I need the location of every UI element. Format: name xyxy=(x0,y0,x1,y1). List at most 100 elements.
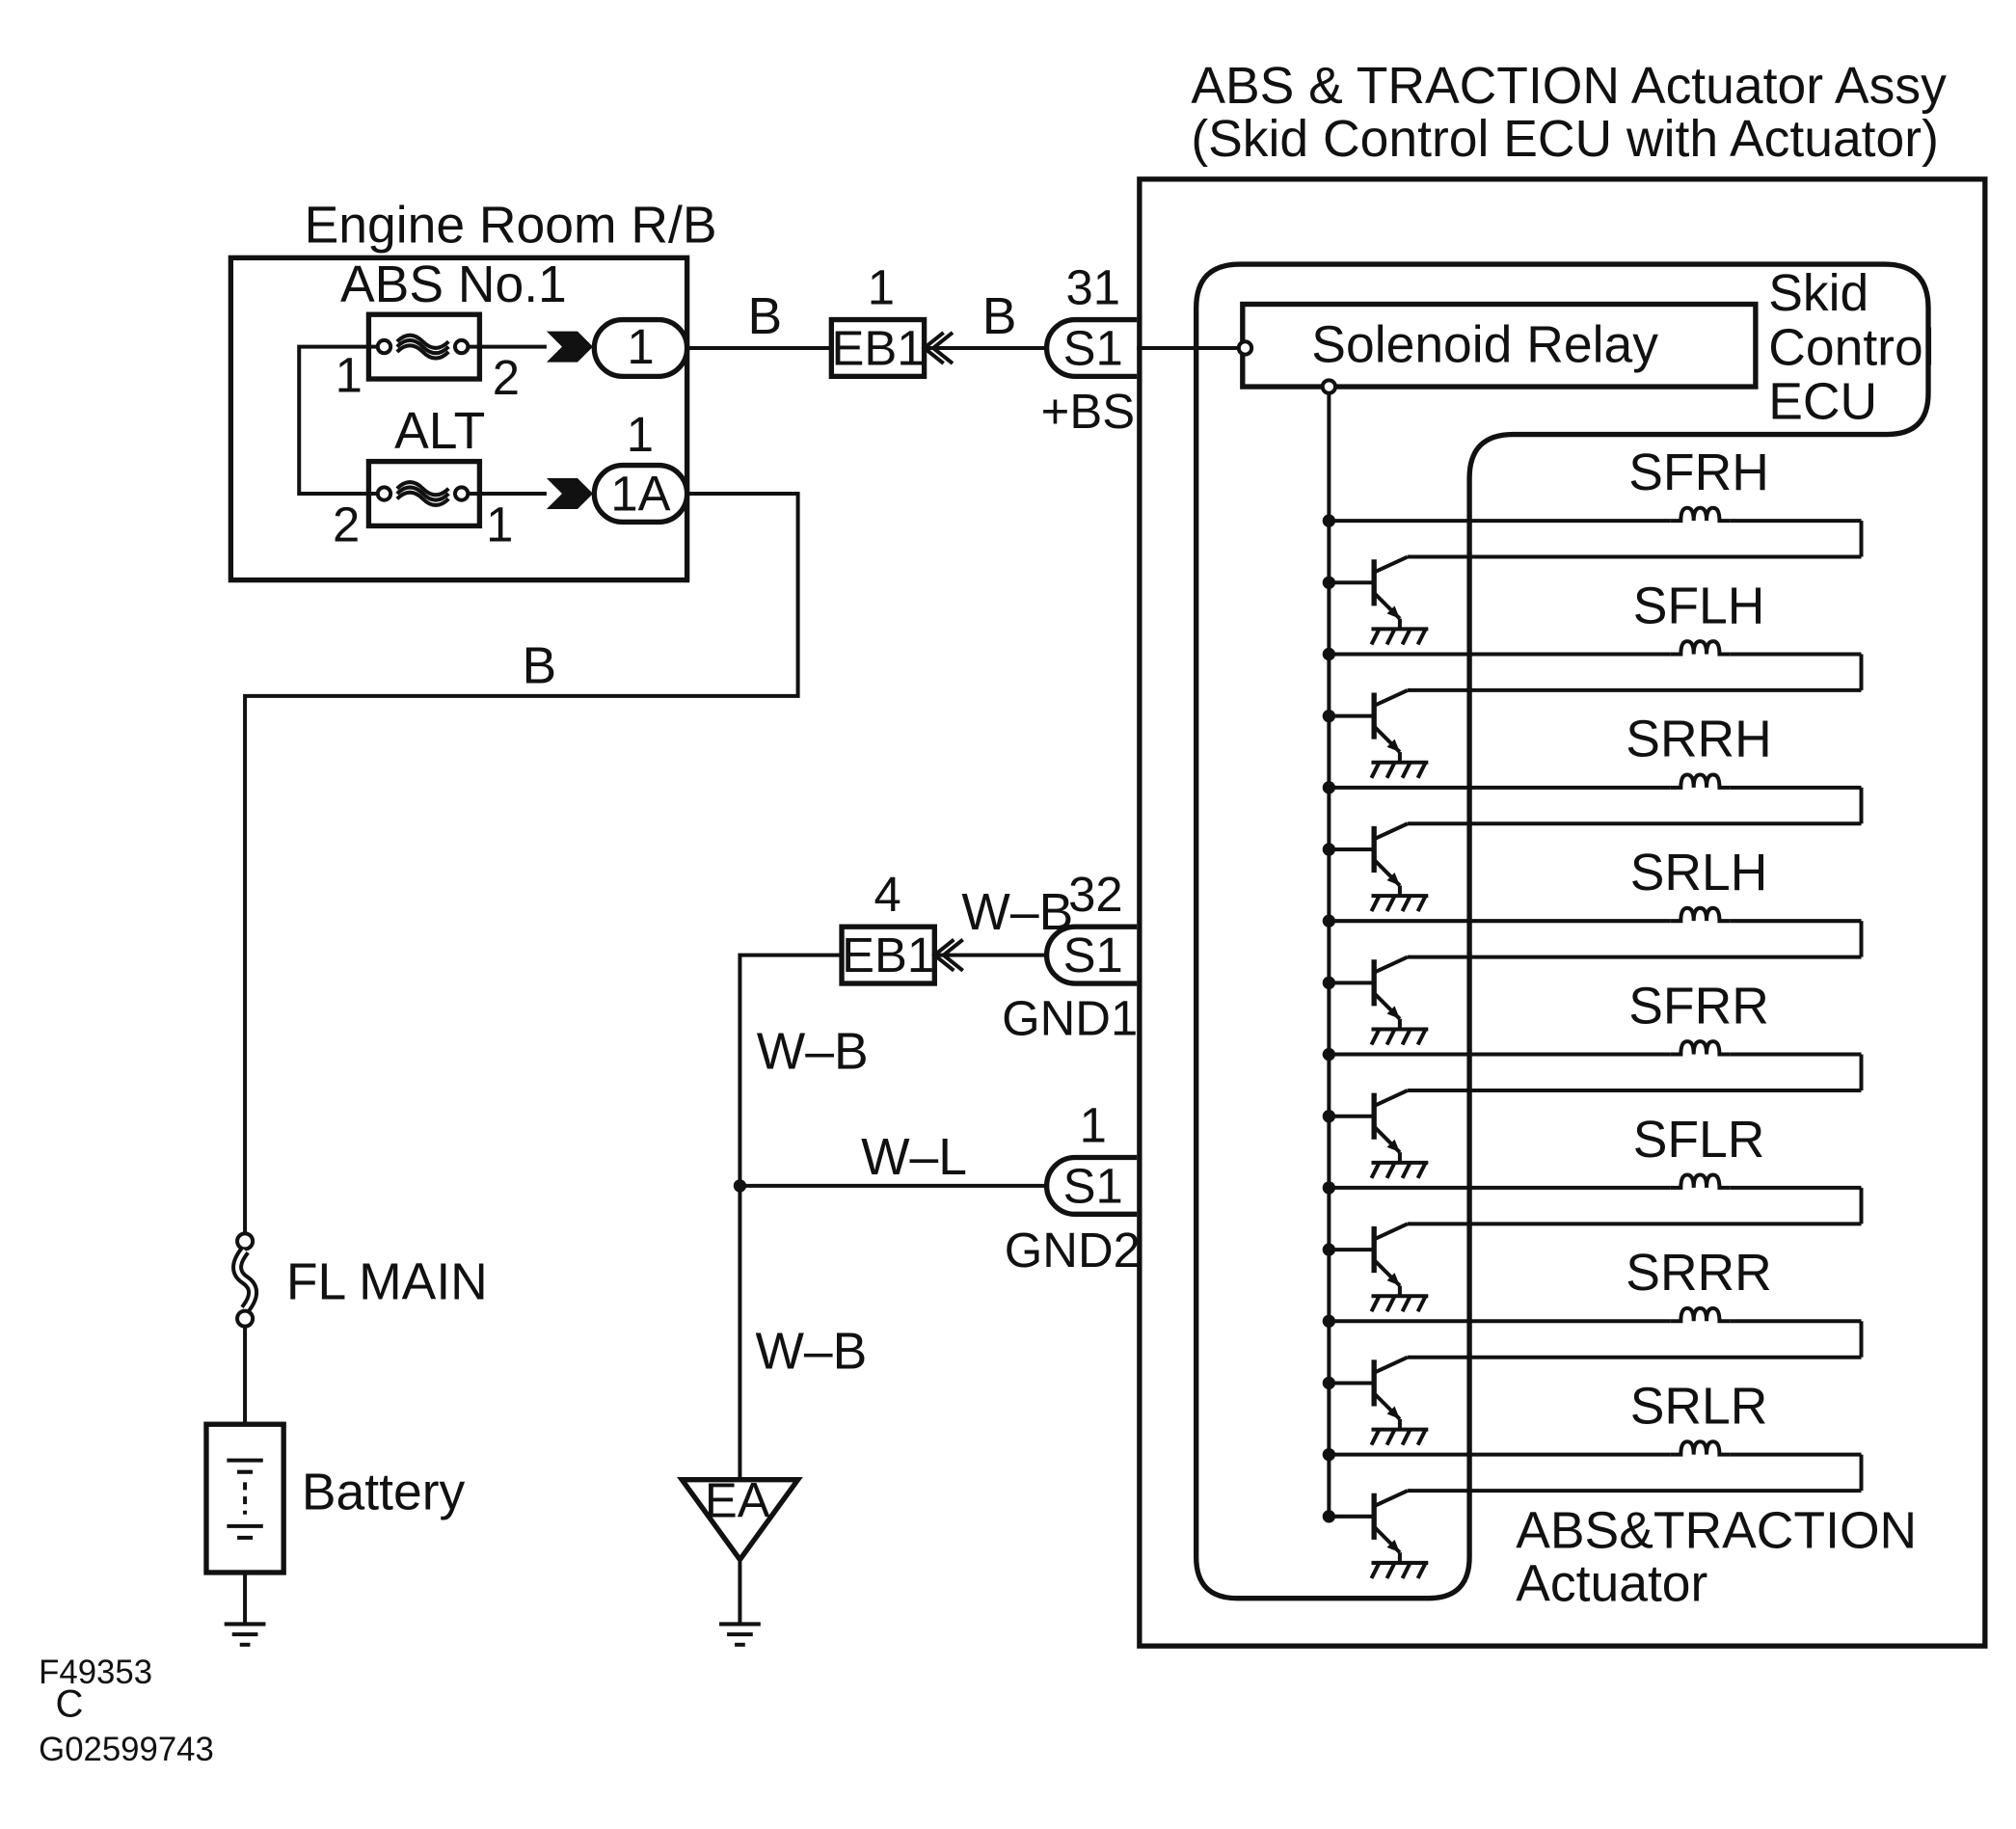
transistor-icon xyxy=(1322,821,1429,911)
s1-1-pin: 1 xyxy=(1080,1097,1107,1152)
solenoid-coil-icon xyxy=(1671,1175,1730,1188)
solenoid-label: SRRH xyxy=(1626,712,1772,768)
solenoid-row: SFLR xyxy=(1322,1112,1864,1311)
assy-title: ABS & TRACTION Actuator Assy xyxy=(1191,58,1947,115)
solenoid-row: SRRH xyxy=(1322,712,1864,911)
ground-icon xyxy=(719,1624,761,1644)
solenoid-coil-icon xyxy=(1671,641,1730,654)
solenoid-coil-icon xyxy=(1671,1308,1730,1321)
eb1-bottom-pin: 4 xyxy=(874,867,900,922)
fuse-alt-icon xyxy=(397,482,448,505)
terminal-gnd2: GND2 xyxy=(1005,1223,1141,1278)
chassis-ground-icon xyxy=(1371,1163,1428,1178)
fuse-abs-pin-left: 1 xyxy=(336,347,363,402)
solenoid-label: SRRR xyxy=(1626,1245,1772,1302)
actuator-label-line1: ABS&TRACTION xyxy=(1516,1503,1917,1560)
fuse-alt-label: ALT xyxy=(394,403,485,460)
solenoid-row: SFRH xyxy=(1322,444,1864,645)
eb1-top-label: EB1 xyxy=(831,320,924,375)
transistor-icon xyxy=(1322,1089,1429,1178)
connector-rb-1a-pin: 1 xyxy=(627,407,654,462)
solenoid-row: SFLH xyxy=(1322,578,1864,778)
connector-s1-1 xyxy=(1044,1154,1138,1217)
s1-31-pin: 31 xyxy=(1065,259,1120,314)
connector-s1-32 xyxy=(1044,924,1138,986)
fuse-abs-icon xyxy=(397,336,448,359)
solenoid-label: SFLR xyxy=(1633,1112,1765,1169)
ecu-label-line3: ECU xyxy=(1768,373,1877,430)
figure-id: F49353 xyxy=(39,1654,152,1691)
connector-rb-1-label: 1 xyxy=(627,319,654,374)
connector-arrow-icon xyxy=(546,477,594,510)
connector-rb-1a-label: 1A xyxy=(610,466,670,521)
wire-label-wl: W–L xyxy=(861,1129,967,1186)
fl-main-label: FL MAIN xyxy=(286,1254,488,1311)
solenoid-coil-icon xyxy=(1671,1041,1730,1054)
engine-room-box xyxy=(228,255,690,583)
chassis-ground-icon xyxy=(1371,763,1428,778)
chassis-ground-icon xyxy=(1371,1029,1428,1044)
solenoid-ladder: SFRH SFLH SRRH SRLH SFRR SFLR SRRR SRLR xyxy=(1322,392,1864,1578)
fuse-alt-pin-right: 1 xyxy=(486,497,513,551)
ecu-outline xyxy=(1194,261,1931,1601)
solenoid-relay-label: Solenoid Relay xyxy=(1311,317,1658,374)
ground-point-ea xyxy=(677,1477,803,1565)
terminal-bs: +BS xyxy=(1041,384,1135,439)
connector-arrow-icon xyxy=(546,331,594,363)
solenoid-label: SFLH xyxy=(1633,578,1765,634)
transistor-icon xyxy=(1322,955,1429,1045)
eb1-top-pin: 1 xyxy=(868,259,895,314)
figure-letter: C xyxy=(56,1683,84,1726)
fuse-alt-pin-left: 2 xyxy=(333,497,360,551)
chassis-ground-icon xyxy=(1371,1296,1428,1311)
solenoid-label: SRLH xyxy=(1630,845,1768,901)
s1-1-label: S1 xyxy=(1063,1158,1123,1213)
assy-subtitle: (Skid Control ECU with Actuator) xyxy=(1191,111,1939,168)
wire-label-wb-vert: W–B xyxy=(757,1023,869,1080)
engine-room-title: Engine Room R/B xyxy=(305,197,717,254)
solenoid-row: SFRR xyxy=(1322,978,1864,1178)
solenoid-row: SRLH xyxy=(1322,845,1864,1045)
wire-label-wb-lower: W–B xyxy=(755,1324,867,1381)
solenoid-row: SRLR xyxy=(1322,1379,1864,1578)
battery-label: Battery xyxy=(302,1464,466,1520)
ecu-label-line2: Control xyxy=(1768,319,1934,376)
wire-label-b-1: B xyxy=(747,288,782,345)
chassis-ground-icon xyxy=(1371,1563,1428,1578)
engine-room-relay-block: Engine Room R/B ABS No.1 1 2 ALT 2 1 1 1… xyxy=(228,197,717,583)
solenoid-coil-icon xyxy=(1671,508,1730,521)
transistor-icon xyxy=(1322,688,1429,778)
wire-label-b-feed: B xyxy=(523,638,557,695)
terminal-gnd1: GND1 xyxy=(1002,990,1138,1045)
wire-label-wb-gnd1: W–B xyxy=(961,884,1073,941)
transistor-icon xyxy=(1322,1489,1429,1578)
chassis-ground-icon xyxy=(1371,896,1428,911)
s1-31-label: S1 xyxy=(1063,320,1123,375)
transistor-icon xyxy=(1322,1355,1429,1445)
ground-icon xyxy=(225,1624,266,1644)
ecu-label-line1: Skid xyxy=(1768,265,1868,322)
solenoid-coil-icon xyxy=(1671,774,1730,787)
solenoid-coil-icon xyxy=(1671,908,1730,921)
eb1-bottom-label: EB1 xyxy=(842,928,934,982)
actuator-assy-box xyxy=(1137,176,1988,1649)
actuator-label-line2: Actuator xyxy=(1516,1555,1707,1612)
solenoid-coil-icon xyxy=(1671,1441,1730,1454)
connector-s1-31 xyxy=(1044,316,1138,380)
transistor-icon xyxy=(1322,1222,1429,1311)
document-id: G02599743 xyxy=(39,1732,214,1768)
ground-point-label: EA xyxy=(705,1472,770,1527)
transistor-icon xyxy=(1322,554,1429,645)
chassis-ground-icon xyxy=(1371,629,1428,644)
fuse-abs-label: ABS No.1 xyxy=(340,256,567,313)
s1-32-pin: 32 xyxy=(1068,867,1123,922)
fuse-abs-pin-right: 2 xyxy=(493,350,520,405)
wire-label-b-2: B xyxy=(982,288,1017,345)
solenoid-label: SRLR xyxy=(1630,1379,1768,1436)
chassis-ground-icon xyxy=(1371,1430,1428,1445)
solenoid-label: SFRH xyxy=(1628,444,1769,501)
s1-32-label: S1 xyxy=(1063,928,1123,982)
solenoid-row: SRRR xyxy=(1322,1245,1864,1445)
solenoid-label: SFRR xyxy=(1628,978,1769,1035)
